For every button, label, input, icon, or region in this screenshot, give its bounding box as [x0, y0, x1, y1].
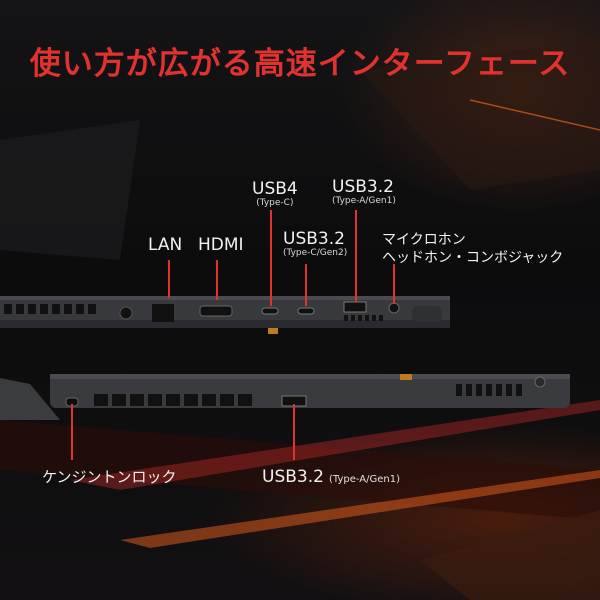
label-lan: LAN [148, 236, 182, 255]
kensington-label: ケンジントンロック [42, 468, 177, 486]
usb32-a-top-label: USB3.2 [332, 177, 394, 197]
usb32-a-bottom-label: USB3.2 [262, 467, 324, 487]
pointer-line-usb32-a-bottom [293, 404, 295, 460]
usb4-type-label: (Type-C) [256, 197, 294, 208]
laptop-right-side-view [0, 374, 570, 420]
usb32-a-top-type-label: (Type-A/Gen1) [332, 195, 396, 206]
pointer-line-lan [168, 260, 170, 298]
pointer-line-hdmi [216, 260, 218, 300]
usb4-label: USB4 [252, 179, 298, 199]
pointer-line-kensington [71, 404, 73, 460]
label-combo-jack: マイクロホン ヘッドホン・コンボジャック [382, 230, 563, 267]
usb32-c-type-label: (Type-C/Gen2) [283, 247, 348, 258]
pointer-line-usb32-c [305, 264, 307, 306]
label-usb32-type-a-top: USB3.2 (Type-A/Gen1) [332, 178, 396, 207]
usb32-c-label: USB3.2 [283, 229, 345, 249]
pointer-line-combo-jack [393, 264, 395, 304]
laptop-left-side-view [0, 296, 450, 334]
label-usb32-type-c: USB3.2 (Type-C/Gen2) [283, 230, 347, 259]
pointer-line-usb4 [270, 210, 272, 306]
combo-jack-line1: マイクロホン [382, 232, 466, 248]
label-usb4: USB4 (Type-C) [252, 180, 298, 209]
combo-jack-line2: ヘッドホン・コンボジャック [382, 250, 564, 267]
usb32-a-bottom-type-label: (Type-A/Gen1) [329, 474, 401, 485]
hdmi-label: HDMI [198, 235, 244, 255]
page-title: 使い方が広がる高速インターフェース [29, 46, 571, 82]
lan-label: LAN [148, 235, 183, 255]
label-hdmi: HDMI [198, 236, 244, 255]
pointer-line-usb32-a-top [355, 210, 357, 302]
label-kensington: ケンジントンロック [42, 468, 177, 486]
label-usb32-type-a-bottom: USB3.2 (Type-A/Gen1) [262, 468, 400, 487]
